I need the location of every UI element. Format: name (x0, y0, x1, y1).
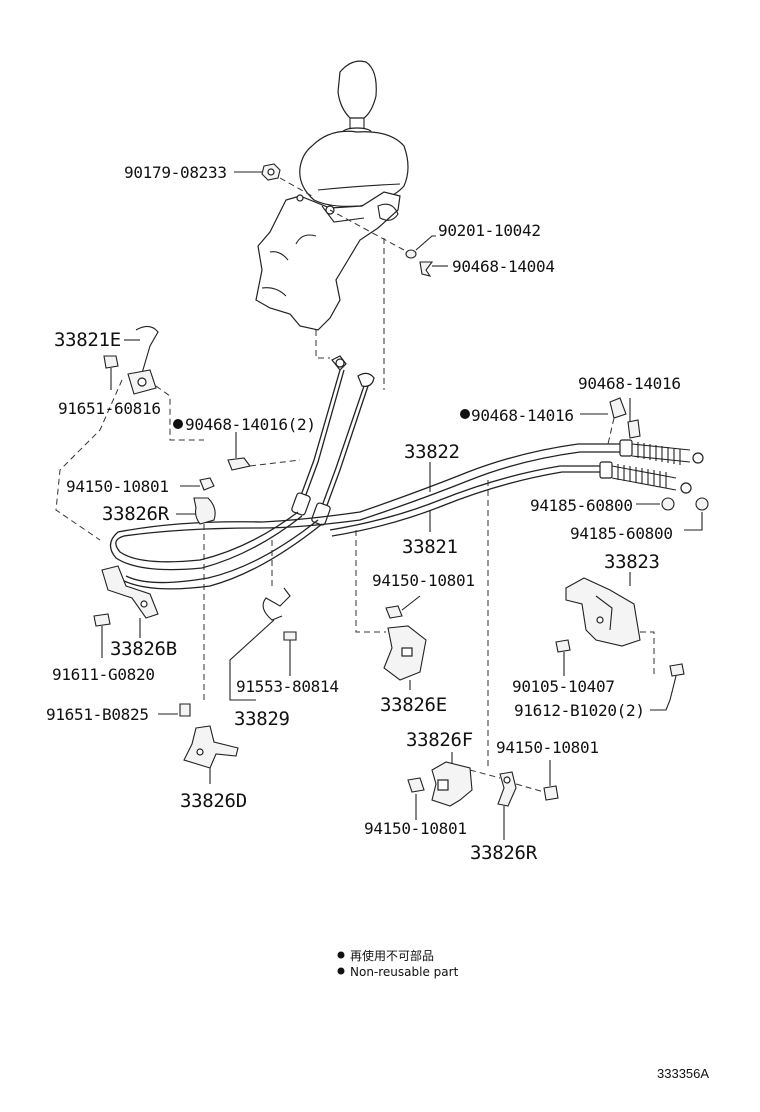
part-label[interactable]: 33822 (404, 441, 460, 463)
cable-support-bracket-icon[interactable] (565, 577, 641, 647)
part-label[interactable]: 33826E (380, 694, 447, 716)
part-label[interactable]: 33823 (604, 551, 660, 573)
part-label[interactable]: 90201-10042 (438, 221, 541, 240)
bracket-icon[interactable] (101, 565, 159, 619)
bracket-icon[interactable] (383, 625, 427, 681)
cable-spring-lower (599, 461, 692, 494)
shift-lever-housing (255, 191, 401, 331)
part-label[interactable]: 90468-14004 (452, 257, 555, 276)
nut-icon[interactable] (261, 163, 281, 181)
part-label[interactable]: 90179-08233 (124, 163, 227, 182)
part-label[interactable]: 91651-B0825 (46, 705, 149, 724)
non-reusable-mark (173, 419, 183, 429)
non-reusable-mark (460, 409, 470, 419)
part-label[interactable]: 33826D (180, 790, 247, 812)
part-label[interactable]: 91611-G0820 (52, 665, 155, 684)
shift-lever-assembly (255, 60, 409, 331)
bolt-icon[interactable] (283, 631, 297, 662)
part-label[interactable]: 94150-10801 (372, 571, 475, 590)
part-label[interactable]: 94150-10801 (66, 477, 169, 496)
cable-bracket-icon[interactable] (262, 587, 291, 621)
bolt-icon[interactable] (555, 639, 571, 676)
part-label[interactable]: 33826B (110, 638, 177, 660)
part-label[interactable]: 33826F (406, 729, 473, 751)
nut-icon[interactable] (661, 497, 675, 511)
part-label[interactable]: 94185-60800 (530, 496, 633, 515)
legend-bullet-icon (337, 967, 345, 975)
bolt-icon[interactable] (179, 703, 191, 717)
part-label[interactable]: 33826R (102, 503, 170, 525)
part-label[interactable]: 33829 (234, 708, 290, 730)
legend-text-jp: 再使用不可部品 (350, 948, 434, 963)
cable-clamp-icon[interactable] (497, 771, 517, 807)
bracket-icon[interactable] (431, 761, 473, 807)
legend: 再使用不可部品 Non-reusable part (337, 948, 459, 979)
part-label[interactable]: 90468-14016 (471, 406, 574, 425)
legend-bullet-icon (337, 951, 345, 959)
part-label[interactable]: 94150-10801 (496, 738, 599, 757)
nut-icon[interactable] (695, 497, 709, 511)
clip-icon[interactable] (609, 397, 641, 439)
part-label[interactable]: 90468-14016 (578, 374, 681, 393)
legend-text-en: Non-reusable part (350, 965, 459, 979)
clip-icon[interactable] (227, 457, 251, 471)
part-label[interactable]: 91553-80814 (236, 677, 339, 696)
bolt-icon[interactable] (103, 355, 119, 390)
cable-clamp-icon[interactable] (193, 497, 216, 525)
part-label[interactable]: 90468-14016(2) (185, 415, 316, 434)
part-label[interactable]: 33826R (470, 842, 538, 864)
nut-icon[interactable] (385, 605, 403, 619)
clip-icon[interactable] (419, 261, 434, 277)
part-label[interactable]: 91651-60816 (58, 399, 161, 418)
part-label[interactable]: 33821 (402, 536, 458, 558)
part-label[interactable]: 94150-10801 (364, 819, 467, 838)
diagram-reference-number: 333356A (657, 1066, 709, 1081)
retainer-spring-icon[interactable] (127, 325, 159, 395)
nut-icon[interactable] (199, 477, 215, 491)
bolt-icon[interactable] (650, 663, 685, 711)
bracket-icon[interactable] (183, 725, 239, 769)
part-label[interactable]: 94185-60800 (570, 524, 673, 543)
part-labels: 90179-08233 90201-10042 90468-14004 3382… (46, 163, 681, 864)
cable-spring-upper (619, 439, 704, 465)
nut-icon[interactable] (407, 777, 425, 793)
nut-icon[interactable] (543, 785, 559, 801)
bolt-icon[interactable] (93, 613, 111, 658)
washer-icon[interactable] (405, 249, 417, 259)
part-label[interactable]: 90105-10407 (512, 677, 615, 696)
part-label[interactable]: 91612-B1020(2) (514, 701, 645, 720)
part-label[interactable]: 33821E (54, 329, 121, 351)
shift-knob (337, 60, 377, 119)
